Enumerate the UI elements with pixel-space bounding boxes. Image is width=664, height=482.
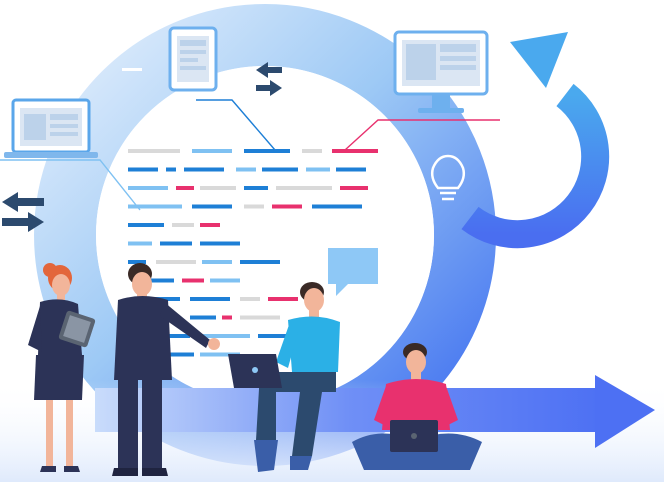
man-in-suit-pointing: [112, 263, 220, 476]
code-line-segment: [184, 167, 224, 172]
code-line-segment: [128, 186, 168, 190]
code-line-segment: [240, 297, 260, 301]
man-cross-legged-with-laptop: [352, 343, 482, 470]
progress-arrow-icon: [95, 375, 655, 448]
code-line-segment: [190, 315, 216, 320]
code-line-segment: [272, 204, 302, 209]
code-line-segment: [190, 297, 230, 301]
code-line-segment: [302, 149, 322, 153]
code-line-segment: [150, 334, 190, 338]
swap-arrows-left-icon: [2, 192, 44, 232]
code-line-segment: [244, 204, 264, 209]
code-line-segment: [200, 352, 240, 357]
laptop-icon: [4, 98, 98, 158]
code-line-segment: [240, 260, 280, 264]
code-line-segment: [156, 260, 196, 264]
code-lines: [128, 149, 378, 357]
code-line-segment: [164, 352, 194, 357]
code-line-segment: [222, 315, 232, 320]
swap-arrows-icon: [256, 62, 282, 96]
code-line-segment: [236, 167, 256, 172]
code-line-segment: [160, 241, 192, 246]
code-line-segment: [258, 334, 288, 338]
code-line-segment: [336, 167, 366, 172]
code-line-segment: [210, 278, 240, 283]
code-line-segment: [192, 204, 232, 209]
code-line-segment: [172, 223, 194, 227]
monitor-icon: [393, 30, 489, 113]
code-line-segment: [244, 186, 268, 190]
code-line-segment: [150, 297, 180, 301]
code-line-segment: [202, 260, 232, 264]
code-line-segment: [340, 186, 368, 190]
connector-lines: [0, 99, 500, 211]
code-line-segment: [268, 297, 298, 301]
code-line-segment: [200, 186, 236, 190]
code-line-segment: [128, 167, 158, 172]
code-line-segment: [128, 223, 164, 227]
code-line-segment: [240, 315, 280, 320]
lightbulb-icon: [430, 154, 466, 201]
man-with-laptop-sitting: [228, 282, 340, 472]
tablet-icon: [168, 26, 218, 92]
code-line-segment: [182, 278, 204, 283]
code-line-segment: [200, 241, 240, 246]
code-line-segment: [332, 149, 378, 153]
code-line-segment: [192, 149, 232, 153]
code-line-segment: [128, 149, 180, 153]
code-line-segment: [128, 260, 146, 264]
code-line-segment: [166, 167, 176, 172]
woman-with-tablet: [28, 263, 96, 472]
code-line-segment: [244, 149, 290, 153]
code-line-segment: [312, 204, 362, 209]
cycle-arrow-icon: [461, 32, 610, 249]
code-line-segment: [276, 186, 332, 190]
code-line-segment: [200, 334, 250, 338]
code-line-segment: [262, 167, 298, 172]
code-line-segment: [200, 223, 220, 227]
code-line-segment: [128, 241, 152, 246]
decor-dash: [122, 68, 142, 71]
code-line-segment: [306, 167, 330, 172]
code-line-segment: [128, 204, 182, 209]
chat-bubble-icon: [328, 248, 378, 296]
code-line-segment: [176, 186, 194, 190]
code-line-segment: [150, 278, 174, 283]
